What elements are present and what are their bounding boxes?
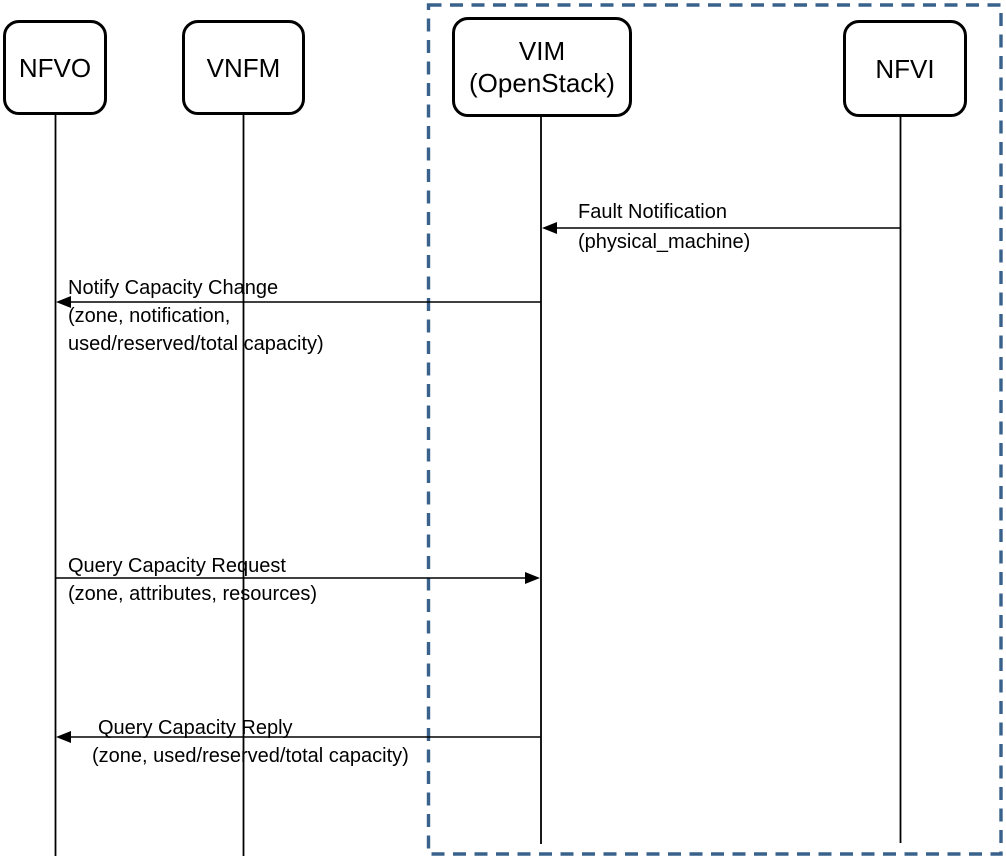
message-line: (physical_machine) — [578, 231, 751, 253]
arrow-query-capacity-request-head — [525, 572, 540, 584]
scope-box-border — [426, 3, 1003, 856]
actor-label-nfvo: NFVO — [18, 52, 92, 83]
actor-box-nfvi: NFVI — [843, 20, 967, 117]
actor-label-vim: VIM — [518, 36, 566, 66]
message-line: Query Capacity Request — [68, 555, 286, 577]
message-line: (zone, attributes, resources) — [68, 583, 317, 605]
actor-label-nfvi: NFVI — [875, 53, 935, 84]
message-line: used/reserved/total capacity) — [68, 333, 324, 355]
arrow-query-capacity-reply — [56, 731, 541, 743]
message-label-notify-capacity-change: Notify Capacity Change (zone, notificati… — [68, 274, 324, 358]
message-line: Query Capacity Reply — [98, 717, 293, 739]
message-line: Notify Capacity Change — [68, 277, 279, 299]
actor-box-nfvo: NFVO — [3, 20, 107, 115]
message-line: Fault Notification — [578, 201, 727, 223]
message-label-query-capacity-request: Query Capacity Request (zone, attributes… — [68, 552, 317, 608]
message-label-fault-notification: Fault Notification (physical_machine) — [578, 197, 750, 257]
actor-box-vim: VIM (OpenStack) — [452, 17, 632, 117]
arrow-notify-capacity-change-head — [56, 296, 71, 308]
arrow-fault-notification-head — [542, 222, 557, 234]
message-label-query-capacity-reply: Query Capacity Reply (zone, used/reserve… — [92, 714, 409, 770]
actor-box-vnfm: VNFM — [182, 20, 305, 115]
arrow-notify-capacity-change — [56, 296, 541, 308]
arrow-fault-notification — [542, 222, 900, 234]
message-line: (zone, notification, — [68, 305, 231, 327]
arrow-query-capacity-request — [56, 572, 540, 584]
actor-sublabel-vim: (OpenStack) — [469, 68, 615, 98]
arrow-query-capacity-reply-head — [56, 731, 71, 743]
message-line: (zone, used/reserved/total capacity) — [92, 745, 409, 767]
actor-label-vnfm: VNFM — [206, 52, 281, 83]
